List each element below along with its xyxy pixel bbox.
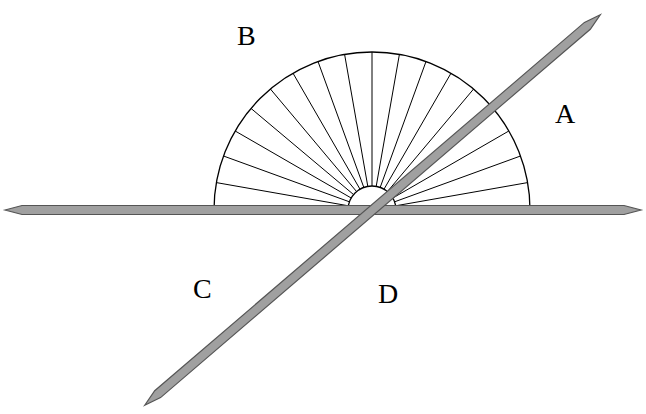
protractor-ray	[293, 73, 360, 189]
protractor	[214, 52, 530, 210]
protractor-ray	[270, 89, 356, 192]
angle-label: A	[555, 100, 575, 128]
diagonal-stick	[142, 11, 603, 408]
protractor-ray	[372, 52, 373, 186]
angle-label: D	[378, 280, 398, 308]
horizontal-stick	[5, 206, 641, 215]
protractor-rays	[216, 52, 527, 206]
protractor-outline	[214, 52, 530, 210]
angle-label: C	[193, 275, 212, 303]
protractor-ray	[345, 54, 368, 186]
protractor-ray	[396, 183, 528, 206]
angle-label: B	[237, 22, 256, 50]
diagonal-stick-group	[142, 11, 603, 408]
protractor-ray	[224, 156, 350, 202]
